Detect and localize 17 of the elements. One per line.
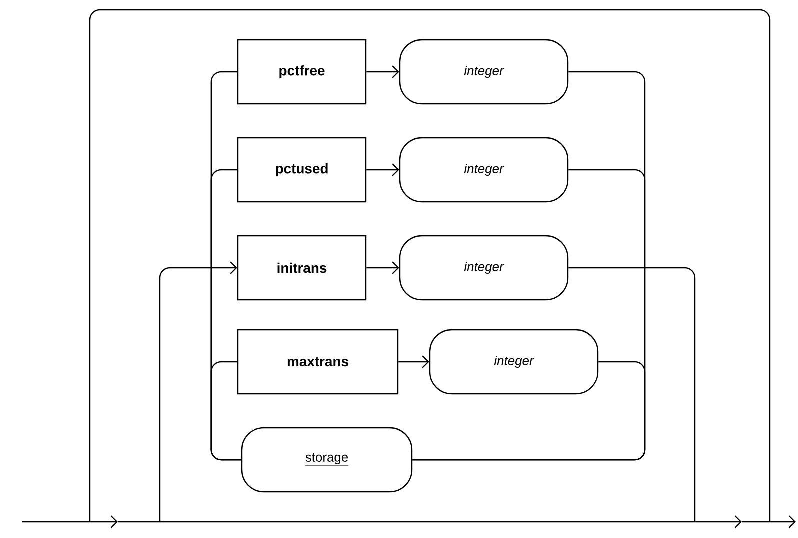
arrow (398, 356, 430, 368)
arrow (366, 262, 400, 274)
parameter-box: integer (429, 329, 599, 395)
parameter-box: integer (399, 235, 569, 301)
arrow (366, 164, 400, 176)
parameter-box: integer (399, 137, 569, 203)
keyword-box: initrans (237, 235, 367, 301)
keyword-box: pctfree (237, 39, 367, 105)
track-line (412, 361, 646, 461)
keyword-box: pctused (237, 137, 367, 203)
reference-box: storage (241, 427, 413, 493)
arrow (366, 66, 400, 78)
keyword-box: maxtrans (237, 329, 399, 395)
track-line (568, 267, 696, 522)
parameter-box: integer (399, 39, 569, 105)
track-arrow (159, 262, 238, 522)
track-line (210, 361, 242, 461)
